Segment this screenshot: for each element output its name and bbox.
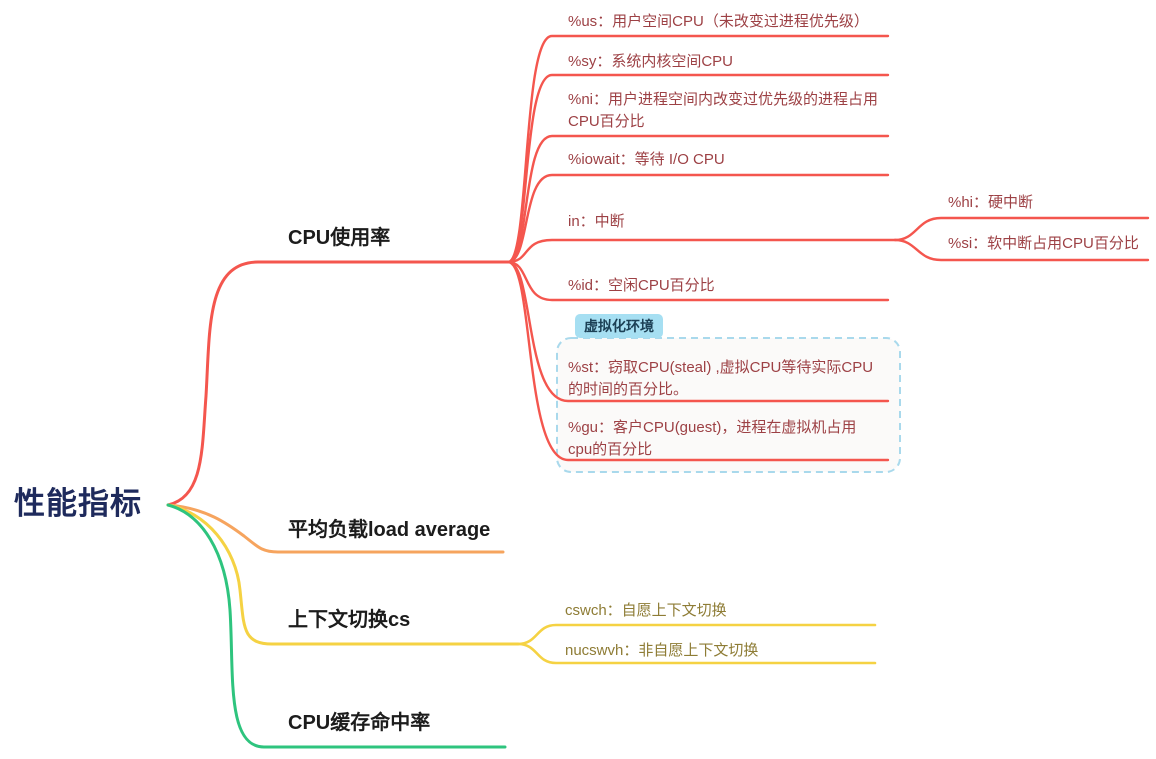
item-id-line bbox=[506, 260, 890, 302]
item-si[interactable]: %si：软中断占用CPU百分比 bbox=[948, 235, 1139, 252]
topic-load-average[interactable]: 平均负载load average bbox=[288, 519, 491, 541]
item-cswch[interactable]: cswch：自愿上下文切换 bbox=[565, 602, 727, 619]
item-iowait-line bbox=[506, 173, 890, 264]
item-gu[interactable]: %gu：客户CPU(guest)，进程在虚拟机占用 cpu的百分比 bbox=[568, 419, 857, 458]
item-hi[interactable]: %hi：硬中断 bbox=[948, 194, 1034, 211]
item-ni[interactable]: %ni：用户进程空间内改变过优先级的进程占用 CPU百分比 bbox=[568, 91, 879, 130]
item-sy[interactable]: %sy：系统内核空间CPU bbox=[568, 53, 734, 70]
item-gu-line bbox=[506, 260, 890, 462]
item-in-line bbox=[506, 238, 897, 264]
item-si-line bbox=[893, 238, 1150, 262]
root-node[interactable]: 性能指标 bbox=[14, 486, 142, 521]
branch-load-average-line bbox=[166, 503, 505, 554]
branch-cpu-usage-line bbox=[166, 260, 510, 507]
item-nucswvh[interactable]: nucswvh：非自愿上下文切换 bbox=[565, 642, 759, 659]
topic-cpu-usage[interactable]: CPU使用率 bbox=[288, 227, 391, 249]
branch-cache-hit-line bbox=[166, 503, 507, 749]
topic-context-switch[interactable]: 上下文切换cs bbox=[288, 609, 411, 631]
item-hi-line bbox=[893, 216, 1150, 242]
item-us[interactable]: %us：用户空间CPU（未改变过进程优先级） bbox=[568, 13, 869, 30]
item-st[interactable]: %st：窃取CPU(steal) ,虚拟CPU等待实际CPU 的时间的百分比。 bbox=[568, 359, 874, 398]
virtualization-group-box bbox=[556, 337, 901, 473]
branch-context-switch-line bbox=[166, 503, 520, 646]
topic-cache-hit[interactable]: CPU缓存命中率 bbox=[288, 712, 431, 734]
item-sy-line bbox=[506, 73, 890, 264]
item-iowait[interactable]: %iowait：等待 I/O CPU bbox=[568, 151, 725, 168]
item-st-line bbox=[506, 260, 890, 403]
item-id[interactable]: %id：空闲CPU百分比 bbox=[568, 277, 715, 294]
virtualization-group-label[interactable]: 虚拟化环境 bbox=[575, 314, 663, 338]
item-nucswvh-line bbox=[516, 642, 877, 665]
item-in[interactable]: in：中断 bbox=[568, 213, 625, 230]
